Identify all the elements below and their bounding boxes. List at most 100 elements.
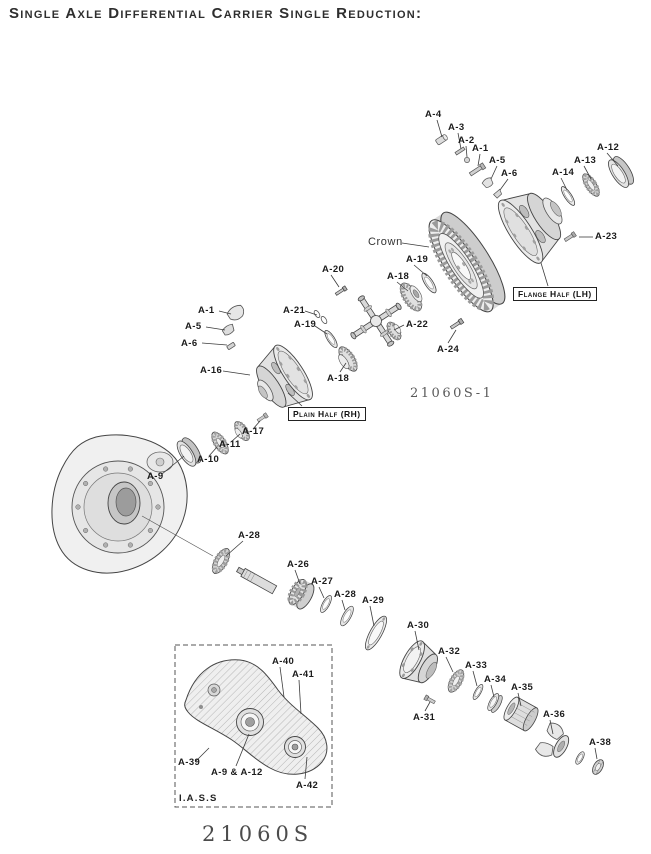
part-label-flange-half-lh-: Flange Half (LH) [513, 287, 597, 301]
leader-line [560, 177, 568, 191]
flange-half-case-drawing [497, 192, 563, 264]
part-label-a-18: A-18 [327, 373, 350, 384]
leader-line [583, 165, 592, 180]
part-label-a-4: A-4 [425, 109, 442, 120]
part-label-a-19: A-19 [406, 254, 429, 265]
leader-line [369, 605, 375, 627]
leader-line [540, 262, 549, 287]
part-label-plain-half-rh-: Plain Half (RH) [288, 407, 366, 421]
part-label-a-39: A-39 [178, 757, 201, 768]
part-label-a-13: A-13 [574, 155, 597, 166]
leader-line [447, 329, 457, 344]
leader-lines [161, 119, 619, 780]
leader-line [222, 370, 251, 376]
part-label-a-31: A-31 [413, 712, 436, 723]
leader-line [490, 684, 495, 698]
part-label-a-27: A-27 [311, 576, 334, 587]
page-title: Single Axle Differential Carrier Single … [9, 5, 423, 22]
part-label-a-20: A-20 [322, 264, 345, 275]
leader-line [208, 446, 218, 457]
case-bearing-set-left-drawing [176, 412, 269, 467]
leader-line [413, 264, 428, 277]
part-label-a-5: A-5 [489, 155, 506, 166]
part-label-a-33: A-33 [465, 660, 488, 671]
part-label-a-35: A-35 [511, 682, 534, 693]
part-label-a-28: A-28 [238, 530, 261, 541]
part-label-a-16: A-16 [200, 365, 223, 376]
part-label-a-1: A-1 [198, 305, 215, 316]
part-label-a-34: A-34 [484, 674, 507, 685]
leader-line [424, 701, 431, 712]
leader-line [304, 310, 318, 316]
part-label-a-9-a-12: A-9 & A-12 [211, 767, 263, 778]
part-label-a-19: A-19 [294, 319, 317, 330]
part-label-a-11: A-11 [219, 439, 241, 450]
leader-line [287, 392, 303, 407]
leader-line [161, 455, 185, 475]
part-label-a-18: A-18 [387, 271, 410, 282]
leader-line [230, 433, 241, 443]
leader-line [445, 656, 454, 673]
differential-spider-drawing [350, 295, 402, 347]
leader-line [414, 630, 420, 651]
part-label-a-38: A-38 [589, 737, 612, 748]
leader-line [195, 747, 210, 762]
carrier-housing-drawing [51, 434, 214, 574]
part-label-a-41: A-41 [292, 669, 315, 680]
part-label-a-42: A-42 [296, 780, 319, 791]
part-label-a-40: A-40 [272, 656, 295, 667]
lock-straps-left-drawing [221, 304, 245, 350]
inset-section-drawing [174, 644, 333, 808]
leader-line [235, 733, 250, 767]
side-gears-and-washers-drawing [324, 272, 437, 372]
leader-line [499, 178, 509, 191]
inset-caption: I.A.S.S [177, 793, 220, 804]
leader-line [205, 326, 226, 331]
part-label-a-23: A-23 [595, 231, 618, 242]
part-label-a-29: A-29 [362, 595, 385, 606]
part-label-crown: Crown [368, 236, 403, 248]
leader-line [294, 569, 301, 585]
part-label-a-30: A-30 [407, 620, 430, 631]
part-label-a-17: A-17 [242, 426, 265, 437]
plain-half-case-drawing [256, 344, 313, 408]
leader-line [490, 165, 498, 180]
leader-line [339, 362, 347, 373]
adjuster-hardware-cluster-drawing [435, 134, 503, 199]
leader-line [465, 145, 468, 158]
leader-line [298, 679, 302, 715]
leader-line [318, 586, 325, 599]
part-label-a-32: A-32 [438, 646, 461, 657]
leader-line [517, 692, 522, 707]
crown-gear-drawing [428, 211, 506, 313]
figure-code: 21060S [202, 822, 314, 846]
upper-assembly-drawing [176, 134, 634, 467]
leader-line [330, 274, 340, 288]
leader-line [201, 342, 228, 346]
leader-line [393, 324, 405, 331]
pinion-shaft-assembly-drawing [211, 548, 604, 775]
leader-line [457, 132, 462, 150]
part-label-a-14: A-14 [552, 167, 575, 178]
part-label-a-2: A-2 [458, 135, 475, 146]
part-label-a-5: A-5 [185, 321, 202, 332]
leader-line [218, 310, 232, 315]
part-label-a-3: A-3 [448, 122, 465, 133]
part-label-a-6: A-6 [181, 338, 198, 349]
part-label-a-12: A-12 [597, 142, 620, 153]
leader-line [279, 666, 285, 698]
leader-line [396, 281, 409, 292]
leader-line [341, 599, 346, 611]
part-label-a-10: A-10 [197, 454, 220, 465]
leader-line [472, 670, 478, 687]
part-label-a-24: A-24 [437, 344, 460, 355]
part-label-a-9: A-9 [147, 471, 164, 482]
part-label-a-21: A-21 [283, 305, 306, 316]
leader-line [477, 153, 481, 167]
part-label-a-36: A-36 [543, 709, 566, 720]
leader-line [314, 325, 328, 335]
inset-dashed-box [174, 644, 333, 808]
